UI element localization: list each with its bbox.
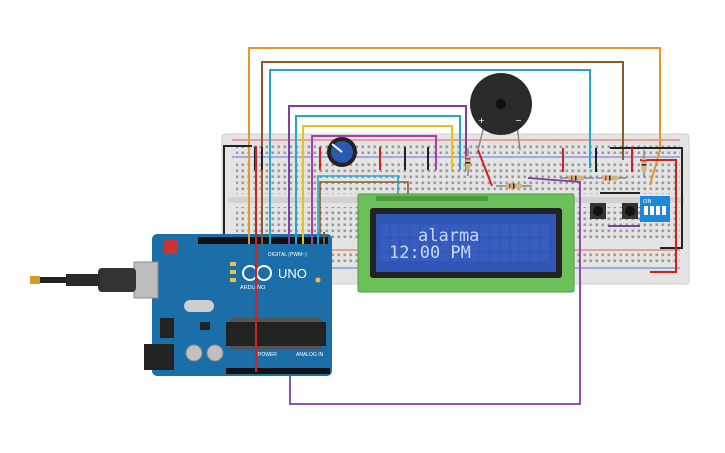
wire-magenta xyxy=(311,135,437,245)
resistor-3 xyxy=(560,175,594,181)
lcd-module: alarma 12:00 PM xyxy=(357,193,575,293)
wire-cyan xyxy=(269,69,591,245)
wire-red-right xyxy=(640,159,677,273)
dip-switch[interactable]: ON xyxy=(640,196,670,222)
usb-cable xyxy=(30,268,136,292)
resistor-5 xyxy=(641,150,647,178)
wires-top xyxy=(248,47,661,245)
wire-purple-bottom xyxy=(289,177,581,405)
digital-pins-label: DIGITAL (PWM~) xyxy=(268,252,307,258)
resistor-1 xyxy=(465,148,471,176)
wire-purple-top xyxy=(288,105,467,245)
svg-text:+: + xyxy=(478,116,485,125)
resistors xyxy=(465,148,647,189)
wire-black-right xyxy=(610,147,683,249)
wire-orange xyxy=(248,47,661,245)
dip-switch-on-label: ON xyxy=(643,199,651,205)
lcd-line-2: 12:00 PM xyxy=(389,243,471,263)
push-button-1[interactable] xyxy=(590,203,606,219)
arduino-model: UNO xyxy=(278,266,307,281)
piezo-buzzer: + − xyxy=(470,73,532,151)
analog-label: ANALOG IN xyxy=(296,352,324,358)
reset-button[interactable] xyxy=(164,240,178,254)
resistor-4 xyxy=(596,175,626,181)
resistor-2 xyxy=(496,183,532,189)
wires-lcd xyxy=(317,175,409,245)
power-label: POWER xyxy=(258,352,277,358)
potentiometer[interactable] xyxy=(327,137,357,167)
wire-cyan-2 xyxy=(295,115,461,245)
wire-red-top xyxy=(477,149,493,187)
lcd-line-1: alarma xyxy=(418,226,479,246)
jumpers xyxy=(254,147,640,227)
wires-arduino-front xyxy=(248,146,325,372)
push-button-2[interactable] xyxy=(622,203,638,219)
svg-text:−: − xyxy=(515,116,522,125)
arduino-brand: ARDUINO xyxy=(240,285,266,291)
wire-yellow xyxy=(302,125,453,245)
arduino-uno: UNO ARDUINO DIGITAL (PWM~) POWER ANALOG … xyxy=(30,234,332,376)
